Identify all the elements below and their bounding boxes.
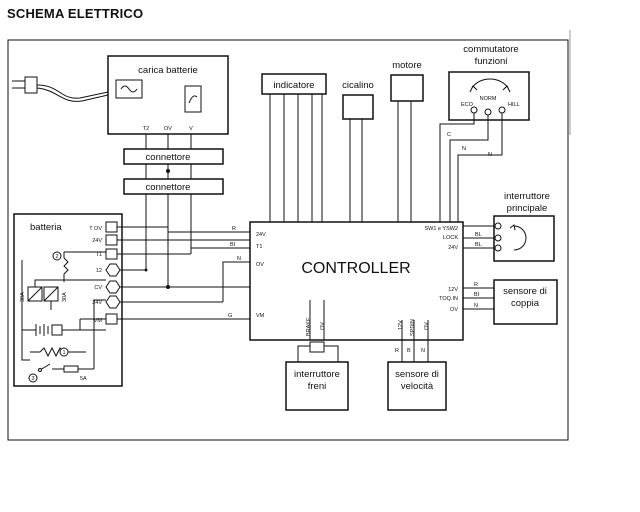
marker: 1 bbox=[62, 350, 65, 356]
battery-terminal: CV bbox=[94, 285, 102, 291]
svg-text:funzioni: funzioni bbox=[475, 56, 508, 67]
buzzer-label: cicalino bbox=[342, 80, 374, 91]
connector-bottom: connettore bbox=[123, 178, 224, 195]
switch-position: NORM bbox=[480, 96, 497, 102]
controller-pin: OV bbox=[256, 262, 264, 268]
battery-label: batteria bbox=[30, 222, 62, 233]
svg-text:velocità: velocità bbox=[401, 381, 434, 392]
wire-label: N bbox=[488, 152, 492, 158]
wire-label: BL bbox=[475, 242, 482, 248]
svg-text:sensore di: sensore di bbox=[503, 286, 547, 297]
switch-position: ECO bbox=[461, 102, 474, 108]
wire-label: N bbox=[421, 348, 425, 354]
charger-pin: OV bbox=[164, 126, 172, 132]
controller-pin: SPDIN bbox=[410, 319, 416, 336]
controller-pin: BRAKE bbox=[306, 317, 312, 336]
dc-symbol-icon bbox=[184, 85, 202, 113]
charger-label: carica batterie bbox=[138, 65, 198, 76]
wire-label: R bbox=[232, 226, 236, 232]
indicator: indicatore bbox=[261, 73, 327, 222]
diagram-frame bbox=[7, 39, 569, 441]
motor: motore bbox=[390, 60, 424, 222]
indicator-label: indicatore bbox=[273, 80, 314, 91]
svg-text:principale: principale bbox=[507, 203, 548, 214]
cell-icon bbox=[30, 318, 106, 336]
wire-label: B bbox=[407, 348, 411, 354]
main-switch: interruttore principale BL BL bbox=[463, 191, 555, 262]
svg-text:interruttore: interruttore bbox=[294, 369, 340, 380]
controller: CONTROLLER 24V T1 OV VM SW1 e YSW2 LOCK … bbox=[249, 221, 464, 341]
controller-pin: OV bbox=[320, 322, 326, 330]
svg-text:interruttore: interruttore bbox=[504, 191, 550, 202]
controller-pin: TOQ.IN bbox=[439, 296, 458, 302]
switch-position: HILL bbox=[508, 102, 520, 108]
svg-text:coppia: coppia bbox=[511, 298, 540, 309]
buzzer: cicalino bbox=[342, 80, 374, 222]
battery-terminal: 12 bbox=[96, 268, 102, 274]
svg-text:freni: freni bbox=[308, 381, 326, 392]
connector-top: connettore bbox=[123, 148, 224, 165]
battery-terminal: 24V bbox=[92, 300, 102, 306]
wire-label: N bbox=[462, 146, 466, 152]
controller-pin: 24V bbox=[448, 245, 458, 251]
wire-label: R bbox=[395, 348, 399, 354]
brake-switch: interruttore freni bbox=[285, 300, 349, 411]
controller-pin: OV bbox=[450, 307, 458, 313]
fuse-label: 30A bbox=[20, 292, 26, 302]
wire-label: R bbox=[474, 282, 478, 288]
wire-label: N bbox=[237, 256, 241, 262]
battery-terminal: T1 bbox=[96, 252, 102, 258]
wire-label: N bbox=[474, 303, 478, 309]
svg-text:commutatore: commutatore bbox=[463, 44, 518, 55]
marker: 3 bbox=[31, 376, 34, 382]
wire-label: G bbox=[228, 313, 232, 319]
wire-label: C bbox=[447, 132, 451, 138]
controller-pin: OV bbox=[424, 322, 430, 330]
motor-label: motore bbox=[392, 60, 422, 71]
battery-terminal: VM bbox=[94, 318, 103, 324]
controller-pin: VM bbox=[256, 313, 265, 319]
controller-pin: LOCK bbox=[443, 235, 458, 241]
marker: 2 bbox=[55, 254, 58, 260]
speed-sensor: sensore di velocità R B N bbox=[387, 320, 447, 411]
charger-pin: T2 bbox=[143, 126, 149, 132]
svg-text:sensore di: sensore di bbox=[395, 369, 439, 380]
fuse-label: 30A bbox=[62, 292, 68, 302]
controller-pin: 24V bbox=[256, 232, 266, 238]
wire-label: BL bbox=[475, 232, 482, 238]
battery-pack: batteria T OV 24V T1 12 CV 24V VM 30A 30… bbox=[13, 213, 123, 387]
controller-pin: SW1 e YSW2 bbox=[424, 226, 458, 232]
controller-pin: T1 bbox=[256, 244, 262, 250]
diagram-title: SCHEMA ELETTRICO bbox=[7, 6, 144, 21]
battery-terminal: T OV bbox=[89, 226, 102, 232]
controller-pin: 12V bbox=[398, 320, 404, 330]
wire-label: BI bbox=[230, 242, 236, 248]
svg-text:connettore: connettore bbox=[146, 152, 191, 163]
power-plug-icon bbox=[12, 76, 109, 102]
charger-pin: V bbox=[189, 126, 193, 132]
svg-text:connettore: connettore bbox=[146, 182, 191, 193]
controller-label: CONTROLLER bbox=[301, 260, 410, 277]
function-switch: commutatore funzioni ECO NORM HILL bbox=[439, 44, 530, 222]
small-fuse-label: 5A bbox=[80, 376, 87, 382]
battery-charger: carica batterie T2 OV V bbox=[107, 55, 229, 135]
torque-sensor: sensore di coppia R BI N bbox=[463, 279, 558, 325]
battery-terminal: 24V bbox=[92, 238, 102, 244]
wire-label: BI bbox=[474, 292, 480, 298]
controller-pin: 12V bbox=[448, 287, 458, 293]
